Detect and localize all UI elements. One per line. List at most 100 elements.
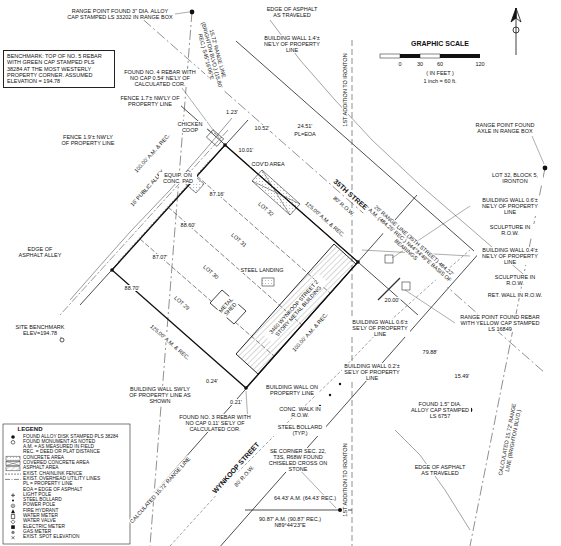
legend-symbol <box>5 474 21 475</box>
map-label: 0.24' <box>205 378 219 384</box>
legend-text: FOUND MONUMENT AS NOTED <box>23 440 95 445</box>
map-label: RANGE POINT FOUND 3" DIA. ALLOY CAP STAM… <box>65 8 175 20</box>
map-label: 64.43' A.M. (64.43' REC.) <box>273 495 337 501</box>
map-label: RET. WALL IN R.O.W. <box>486 292 544 298</box>
legend-text: A.M. = AS MEASURED IN FIELD <box>23 445 94 450</box>
map-label: STEEL BOLLARD (TYP.) <box>274 424 326 436</box>
map-label: COV'D AREA <box>250 161 285 167</box>
legend-symbol <box>12 500 14 502</box>
map-label: 87.07' <box>152 254 169 260</box>
map-label: LOT 30 <box>201 263 220 281</box>
legend-symbol <box>6 467 20 471</box>
legend-text: REC. = DEED OR PLAT DISTANCE <box>23 450 100 455</box>
legend-symbol <box>12 536 15 539</box>
map-label: 10.52' <box>254 125 271 131</box>
legend-symbol <box>6 462 20 466</box>
legend-text: EXIST. CHAINLINK FENCE <box>23 472 82 477</box>
map-label: 30 <box>416 61 424 67</box>
map-label: EDGE OF ASPHALT AS TRAVELED <box>263 6 321 18</box>
map-label: SE CORNER SEC. 22, T3S, R68W FOUND CHISE… <box>266 448 330 472</box>
map-label: 1ST ADDITION TO IRONTON <box>342 52 348 127</box>
map-label: 24.51' <box>297 123 314 129</box>
legend-text: POWER POLE <box>23 503 55 508</box>
note-box: BENCHMARK: TOP OF NO. 5 REBAR WITH GREEN… <box>3 50 115 88</box>
map-label: STEEL LANDING <box>239 267 284 273</box>
legend-text: WATER VALVE <box>23 519 56 524</box>
legend-symbol <box>11 504 15 508</box>
map-label: SCULPTURE IN R.O.W. <box>481 224 539 236</box>
map-label: 60 <box>436 61 444 67</box>
map-label: BUILDING WALL 0.6'± SE'LY OF PROPERTY LI… <box>350 319 410 337</box>
map-label: FENCE 1.7'± NW'LY OF PROPERTY LINE <box>119 95 181 107</box>
legend-text: PL = PROPERTY LINE <box>23 482 72 487</box>
map-label: BUILDING WALL ON PROPERTY LINE <box>265 384 319 396</box>
legend-text: WATER METER <box>23 514 58 519</box>
map-label: 20' RANGE LINE (35TH STREET) 484.22' A.M… <box>362 201 458 289</box>
map-label: 0.21' <box>229 399 243 405</box>
map-label: GRAPHIC SCALE <box>410 40 470 48</box>
map-label: 1ST ADDITION TO IRONTON <box>342 442 348 517</box>
legend-text: COVERED CONCRETE AREA <box>23 461 89 466</box>
map-label: FENCE 1.9'± NW'LY OF PROPERTY LINE <box>58 134 118 146</box>
legend-text: ASPHALT AREA <box>23 466 59 471</box>
map-label: LOT 32 <box>256 200 275 218</box>
legend-text: STEEL BOLLARD <box>23 498 62 503</box>
legend-symbol <box>5 479 21 480</box>
legend-symbol <box>11 435 15 439</box>
legend-symbol <box>6 462 20 466</box>
legend-text: CONCRETE AREA <box>23 456 64 461</box>
map-label: FOUND NO. 4 REBAR WITH NO CAP 0.54' NE'L… <box>119 69 201 87</box>
map-label: 87.16' <box>209 191 226 197</box>
map-label: BUILDING WALL SW'LY OF PROPERTY LINE AS … <box>128 386 192 404</box>
map-label: FOUND NO. 3 REBAR WITH NO CAP 0.11' SE'L… <box>174 414 256 432</box>
map-label: RANGE POINT FOUND REBAR WITH YELLOW CAP … <box>456 314 544 332</box>
map-label: 88.70' <box>124 285 141 291</box>
map-label: 15.49' <box>454 373 471 379</box>
legend-text: GAS METER <box>23 530 51 535</box>
map-label: BUILDING WALL 1.4'± NE'LY OF PROPERTY LI… <box>259 35 325 53</box>
map-label: LEGEND <box>16 426 43 433</box>
map-label: LOT 29 <box>172 294 191 312</box>
map-label: LOT 32, BLOCK 5, IRONTON <box>487 172 543 184</box>
map-label: CALCULATED 15.72' RANGE LINE (BRIGHTON B… <box>496 399 524 482</box>
legend-symbol <box>11 531 14 534</box>
map-label: 120 <box>474 61 485 67</box>
map-label: 100.00' A.M. & REC. <box>132 132 171 175</box>
legend-symbol <box>11 441 15 445</box>
map-label: BUILDING WALL 0.2'± SE'LY OF PROPERTY LI… <box>342 363 402 381</box>
map-label: CHICKEN COOP <box>173 121 207 133</box>
map-label: EDGE OF ASPHALT AS TRAVELED <box>411 464 469 476</box>
map-label: PL=EOA <box>293 131 317 137</box>
note-text: BENCHMARK: TOP OF NO. 5 REBAR WITH GREEN… <box>7 53 111 85</box>
legend-symbol <box>12 505 13 506</box>
legend-symbol <box>11 520 15 524</box>
legend-text: ELECTRIC METER <box>23 525 65 530</box>
map-label: EQUIP. ON CONC. PAD <box>159 172 197 184</box>
map-label: 79.88' <box>422 349 439 355</box>
map-label: BUILDING WALL 0.4'± NE'LY OF PROPERTY LI… <box>477 247 543 265</box>
map-label: 125.00' A.M. & REC. <box>148 322 191 361</box>
map-label: FOUND 1.5" DIA. ALLOY CAP STAMPED LS 675… <box>409 401 471 419</box>
legend-symbol <box>11 509 15 513</box>
map-label: SITE BENCHMARK ELEV=194.78 <box>9 324 71 336</box>
map-label: 20.00' <box>384 297 401 303</box>
map-label: 1 inch = 60 ft. <box>422 78 457 84</box>
legend-text: EXIST. OVERHEAD UTILITY LINES <box>23 477 100 482</box>
legend-symbol <box>6 456 20 460</box>
legend-symbol <box>11 493 15 497</box>
legend-text: LIGHT POLE <box>23 493 51 498</box>
map-label: 90.87' A.M. (90.87' REC.) N89°44'23"E <box>254 516 326 528</box>
map-label: 0 <box>397 61 402 67</box>
legend-symbol <box>11 525 15 529</box>
map-label: SCULPTURE IN R.O.W. <box>486 274 544 286</box>
map-label: BUILDING WALL 0.6'± NE'LY OF PROPERTY LI… <box>477 197 543 215</box>
map-label: CALCULATED 15.72' RANGE LINE <box>128 455 192 525</box>
legend-text: FIRE HYDRANT <box>23 509 58 514</box>
legend-text: FOUND ALLOY DISK STAMPED PLS 38284 <box>23 435 118 440</box>
legend-text: EOA = EDGE OF ASPHALT <box>23 488 83 493</box>
map-label: 88.60' <box>180 222 197 228</box>
map-label: RANGE POINT FOUND AXLE IN RANGE BOX <box>469 122 541 134</box>
map-label: LOT 31 <box>229 231 248 249</box>
map-label: CONC. WALK IN R.O.W. <box>275 406 325 418</box>
